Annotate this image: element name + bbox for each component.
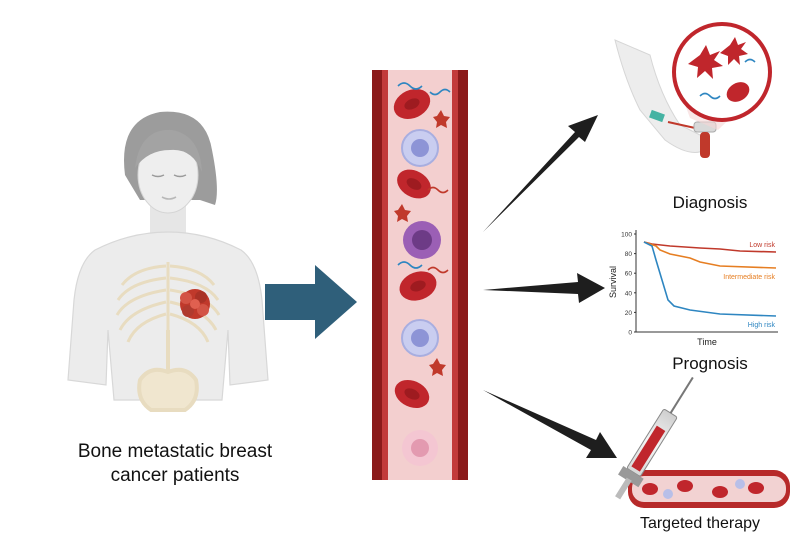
- survival-chart: 100 80 60 40 20 0 Survival Time Low risk Inte…: [608, 230, 778, 347]
- red-blood-cell: [399, 271, 437, 301]
- white-blood-cell: [403, 221, 441, 259]
- y-tick-label: 20: [625, 310, 633, 317]
- platelet: [433, 110, 450, 128]
- white-blood-cell: [401, 319, 439, 357]
- white-blood-cell: [401, 129, 439, 167]
- y-tick-label: 80: [625, 251, 633, 258]
- arrow-to-prognosis: [483, 273, 605, 303]
- patient-caption-line2: cancer patients: [110, 465, 240, 486]
- rna-fragment: [427, 186, 449, 194]
- legend-low-risk: Low risk: [749, 242, 775, 249]
- blood-vessel: [372, 70, 468, 480]
- platelet: [429, 358, 446, 376]
- red-blood-cell: [394, 379, 430, 409]
- dna-fragment: [397, 82, 423, 90]
- survival-axis-label: Survival: [608, 266, 618, 298]
- legend-intermediate-risk: Intermediate risk: [723, 274, 775, 281]
- arrow-to-diagnosis: [483, 115, 598, 232]
- patient-caption: Bone metastatic breast cancer patients: [40, 440, 310, 488]
- y-tick-label: 0: [628, 330, 632, 337]
- prognosis-label: Prognosis: [672, 354, 748, 373]
- y-tick-label: 40: [625, 290, 633, 297]
- diagnosis-label: Diagnosis: [672, 193, 748, 212]
- y-tick-label: 60: [625, 271, 633, 278]
- dna-fragment: [397, 261, 423, 269]
- y-tick-label: 100: [621, 232, 632, 239]
- time-axis-label: Time: [697, 337, 717, 347]
- targeted-therapy-illustration: [615, 376, 790, 508]
- therapy-label: Targeted therapy: [639, 515, 761, 532]
- red-blood-cell: [397, 169, 431, 199]
- flow-arrow-main: [265, 265, 357, 339]
- blood-draw-illustration: [614, 22, 772, 158]
- survival-curve-intermediate: [643, 241, 777, 269]
- rna-fragment: [427, 266, 449, 274]
- survival-curve-high: [643, 241, 777, 317]
- white-blood-cell: [402, 430, 438, 466]
- legend-high-risk: High risk: [748, 322, 776, 329]
- red-blood-cell: [393, 88, 431, 120]
- patient-caption-line1: Bone metastatic breast: [77, 441, 273, 462]
- breast-tumor: [180, 289, 210, 319]
- platelet: [394, 204, 411, 222]
- patient-illustration: [67, 111, 269, 412]
- arrow-to-therapy: [483, 390, 617, 458]
- dna-fragment: [429, 88, 451, 96]
